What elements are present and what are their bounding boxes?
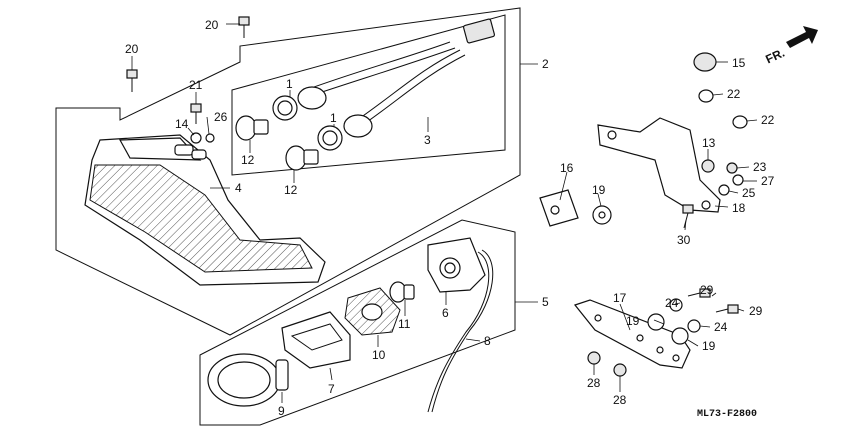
direction-label: FR.	[763, 46, 786, 67]
callout-3: 3	[424, 133, 431, 147]
bulb-lower	[285, 145, 319, 171]
leader-lines	[131, 23, 758, 403]
callout-24-a: 24	[665, 296, 679, 310]
callout-7: 7	[328, 382, 335, 396]
collar-27	[732, 174, 744, 186]
callout-24-b: 24	[714, 320, 728, 334]
callout-11: 11	[398, 317, 411, 331]
callout-30: 30	[677, 233, 691, 247]
callout-labels: 20 20 21 26 14 12 12 1 1 2 3 4 16 19 30 …	[125, 18, 775, 418]
license-bracket	[573, 299, 691, 369]
callout-9: 9	[278, 404, 285, 418]
washer-19-b	[671, 327, 689, 345]
nut-28-a	[587, 351, 601, 365]
bulb-upper	[235, 115, 269, 141]
plate-16	[539, 189, 579, 227]
callout-12-a: 12	[241, 153, 255, 167]
front-direction-arrow: FR.	[763, 26, 818, 66]
callout-18: 18	[732, 201, 746, 215]
washer-24-b	[687, 319, 701, 333]
callout-29-a: 29	[700, 283, 714, 297]
nut-13	[701, 159, 715, 173]
callout-16: 16	[560, 161, 574, 175]
license-wire	[431, 249, 494, 413]
diagram-code: ML73-F2800	[697, 409, 757, 420]
callout-17: 17	[613, 291, 627, 305]
callout-22-a: 22	[727, 87, 741, 101]
callout-22-b: 22	[761, 113, 775, 127]
license-light-group-frame	[199, 219, 516, 426]
grommet-15	[693, 52, 717, 72]
screw-29-b	[715, 304, 739, 314]
tail-light-group-frame	[55, 7, 521, 336]
collar-25	[718, 184, 730, 196]
callout-1-a: 1	[286, 77, 293, 91]
callout-23: 23	[753, 160, 767, 174]
nut-23	[726, 162, 738, 174]
callout-12-b: 12	[284, 183, 298, 197]
callout-14: 14	[175, 117, 189, 131]
callout-20-a: 20	[205, 18, 219, 32]
callout-20-b: 20	[125, 42, 139, 56]
screw-30	[682, 204, 694, 229]
callout-19-a: 19	[626, 314, 640, 328]
wiring-harness	[272, 18, 496, 151]
screw-29-a	[687, 288, 711, 298]
washer-19-a	[647, 313, 665, 331]
wiring-harness-frame	[231, 14, 506, 176]
callout-15: 15	[732, 56, 746, 70]
screw-21	[190, 103, 202, 124]
callout-6: 6	[442, 306, 449, 320]
license-bulb	[389, 281, 415, 303]
screw-20-left	[126, 69, 138, 92]
callout-13: 13	[702, 136, 716, 150]
screw-20-top	[238, 16, 250, 38]
license-gasket	[344, 287, 401, 336]
callout-10: 10	[372, 348, 386, 362]
washer-24-a	[669, 298, 683, 312]
callout-19-top: 19	[592, 183, 606, 197]
license-lens	[207, 353, 289, 407]
callout-19-b: 19	[702, 339, 716, 353]
callout-25: 25	[742, 186, 756, 200]
callout-5: 5	[542, 295, 549, 309]
tail-light-lens	[84, 134, 326, 286]
callout-4: 4	[235, 181, 242, 195]
callout-21: 21	[189, 78, 203, 92]
callout-28-a: 28	[587, 376, 601, 390]
license-lens-cover	[281, 311, 351, 369]
callout-28-b: 28	[613, 393, 627, 407]
collar-22-b	[732, 115, 748, 129]
nut-28-b	[613, 363, 627, 377]
callout-27: 27	[761, 174, 775, 188]
license-light-base	[427, 237, 486, 293]
callout-1-b: 1	[330, 111, 337, 125]
callout-8: 8	[484, 334, 491, 348]
clip-14	[190, 132, 202, 144]
callout-26: 26	[214, 110, 228, 124]
screw-26	[205, 133, 215, 143]
callout-29-b: 29	[749, 304, 763, 318]
collar-22-a	[698, 89, 714, 103]
callout-2: 2	[542, 57, 549, 71]
